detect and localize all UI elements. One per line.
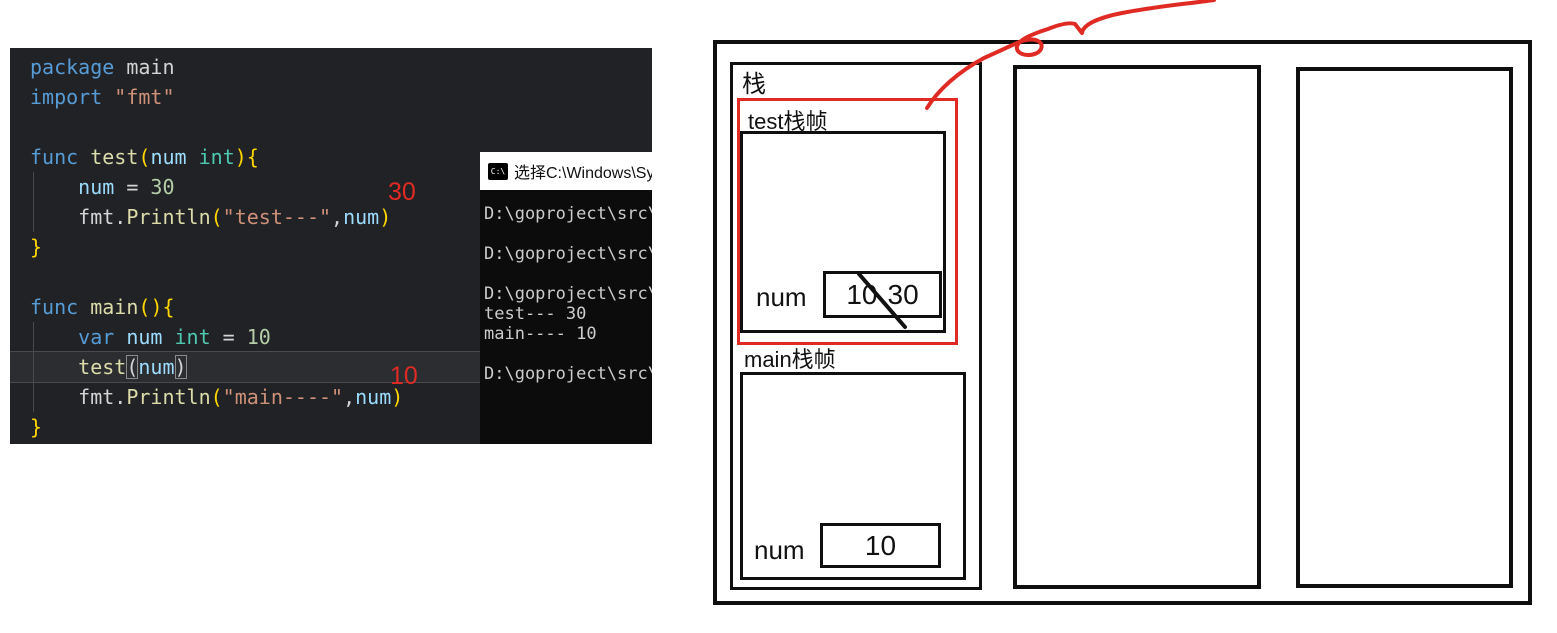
stack-label: 栈 — [742, 71, 766, 98]
empty-column-box-2 — [1296, 67, 1513, 588]
cmd-icon: C:\ — [488, 162, 508, 180]
test-num-label: num — [756, 282, 807, 312]
console-line: main---- 10 — [484, 324, 597, 344]
console-line: D:\goproject\src\ — [484, 284, 652, 304]
code-line — [30, 262, 403, 292]
code-line: fmt.Println("test---",num) — [30, 205, 392, 229]
console-line — [484, 264, 652, 284]
cmd-title: 选择C:\Windows\Sy — [514, 165, 652, 182]
code-line: num = 30 — [78, 175, 175, 199]
main-frame-label: main栈帧 — [744, 347, 836, 372]
main-num-label: num — [754, 535, 805, 565]
code-line — [30, 112, 403, 142]
code-text: package main import "fmt" func test(num i… — [30, 52, 403, 442]
main-num-value: 10 — [864, 529, 897, 561]
code-line: test(num) — [78, 355, 187, 379]
test-frame-label: test栈帧 — [748, 109, 828, 134]
empty-column-box-1 — [1013, 65, 1261, 589]
console-line: D:\goproject\src\ — [484, 204, 652, 224]
red-highlight-frame — [737, 98, 958, 345]
code-line: import "fmt" — [30, 85, 175, 109]
indent-guide — [33, 172, 34, 232]
console-line: D:\goproject\src\ — [484, 244, 652, 264]
cmd-window: C:\ 选择C:\Windows\Sy D:\goproject\src\ D:… — [480, 152, 652, 444]
main-num-value-box: 10 — [820, 523, 941, 568]
code-line: func main(){ — [30, 295, 175, 319]
code-line: } — [30, 415, 43, 439]
code-line: } — [30, 235, 43, 259]
test-num-new-value: 30 — [887, 278, 919, 310]
indent-guide — [33, 322, 34, 412]
test-num-old-value: 10 — [846, 278, 878, 310]
annotation-test-value: 30 — [388, 178, 416, 206]
console-line — [484, 224, 652, 244]
code-line: var num int = 10 — [78, 325, 271, 349]
annotation-main-value: 10 — [390, 362, 418, 390]
cmd-titlebar[interactable]: C:\ 选择C:\Windows\Sy — [480, 152, 652, 190]
cmd-console-output[interactable]: D:\goproject\src\ D:\goproject\src\ D:\g… — [480, 190, 652, 444]
code-line: fmt.Println("main----",num) — [30, 385, 404, 409]
console-line: D:\goproject\src\ — [484, 364, 652, 384]
code-line: package main — [30, 55, 175, 79]
console-line — [484, 344, 652, 364]
test-num-value-box: 10 30 — [823, 271, 942, 318]
console-line: test--- 30 — [484, 304, 587, 324]
code-line: func test(num int){ — [30, 145, 259, 169]
